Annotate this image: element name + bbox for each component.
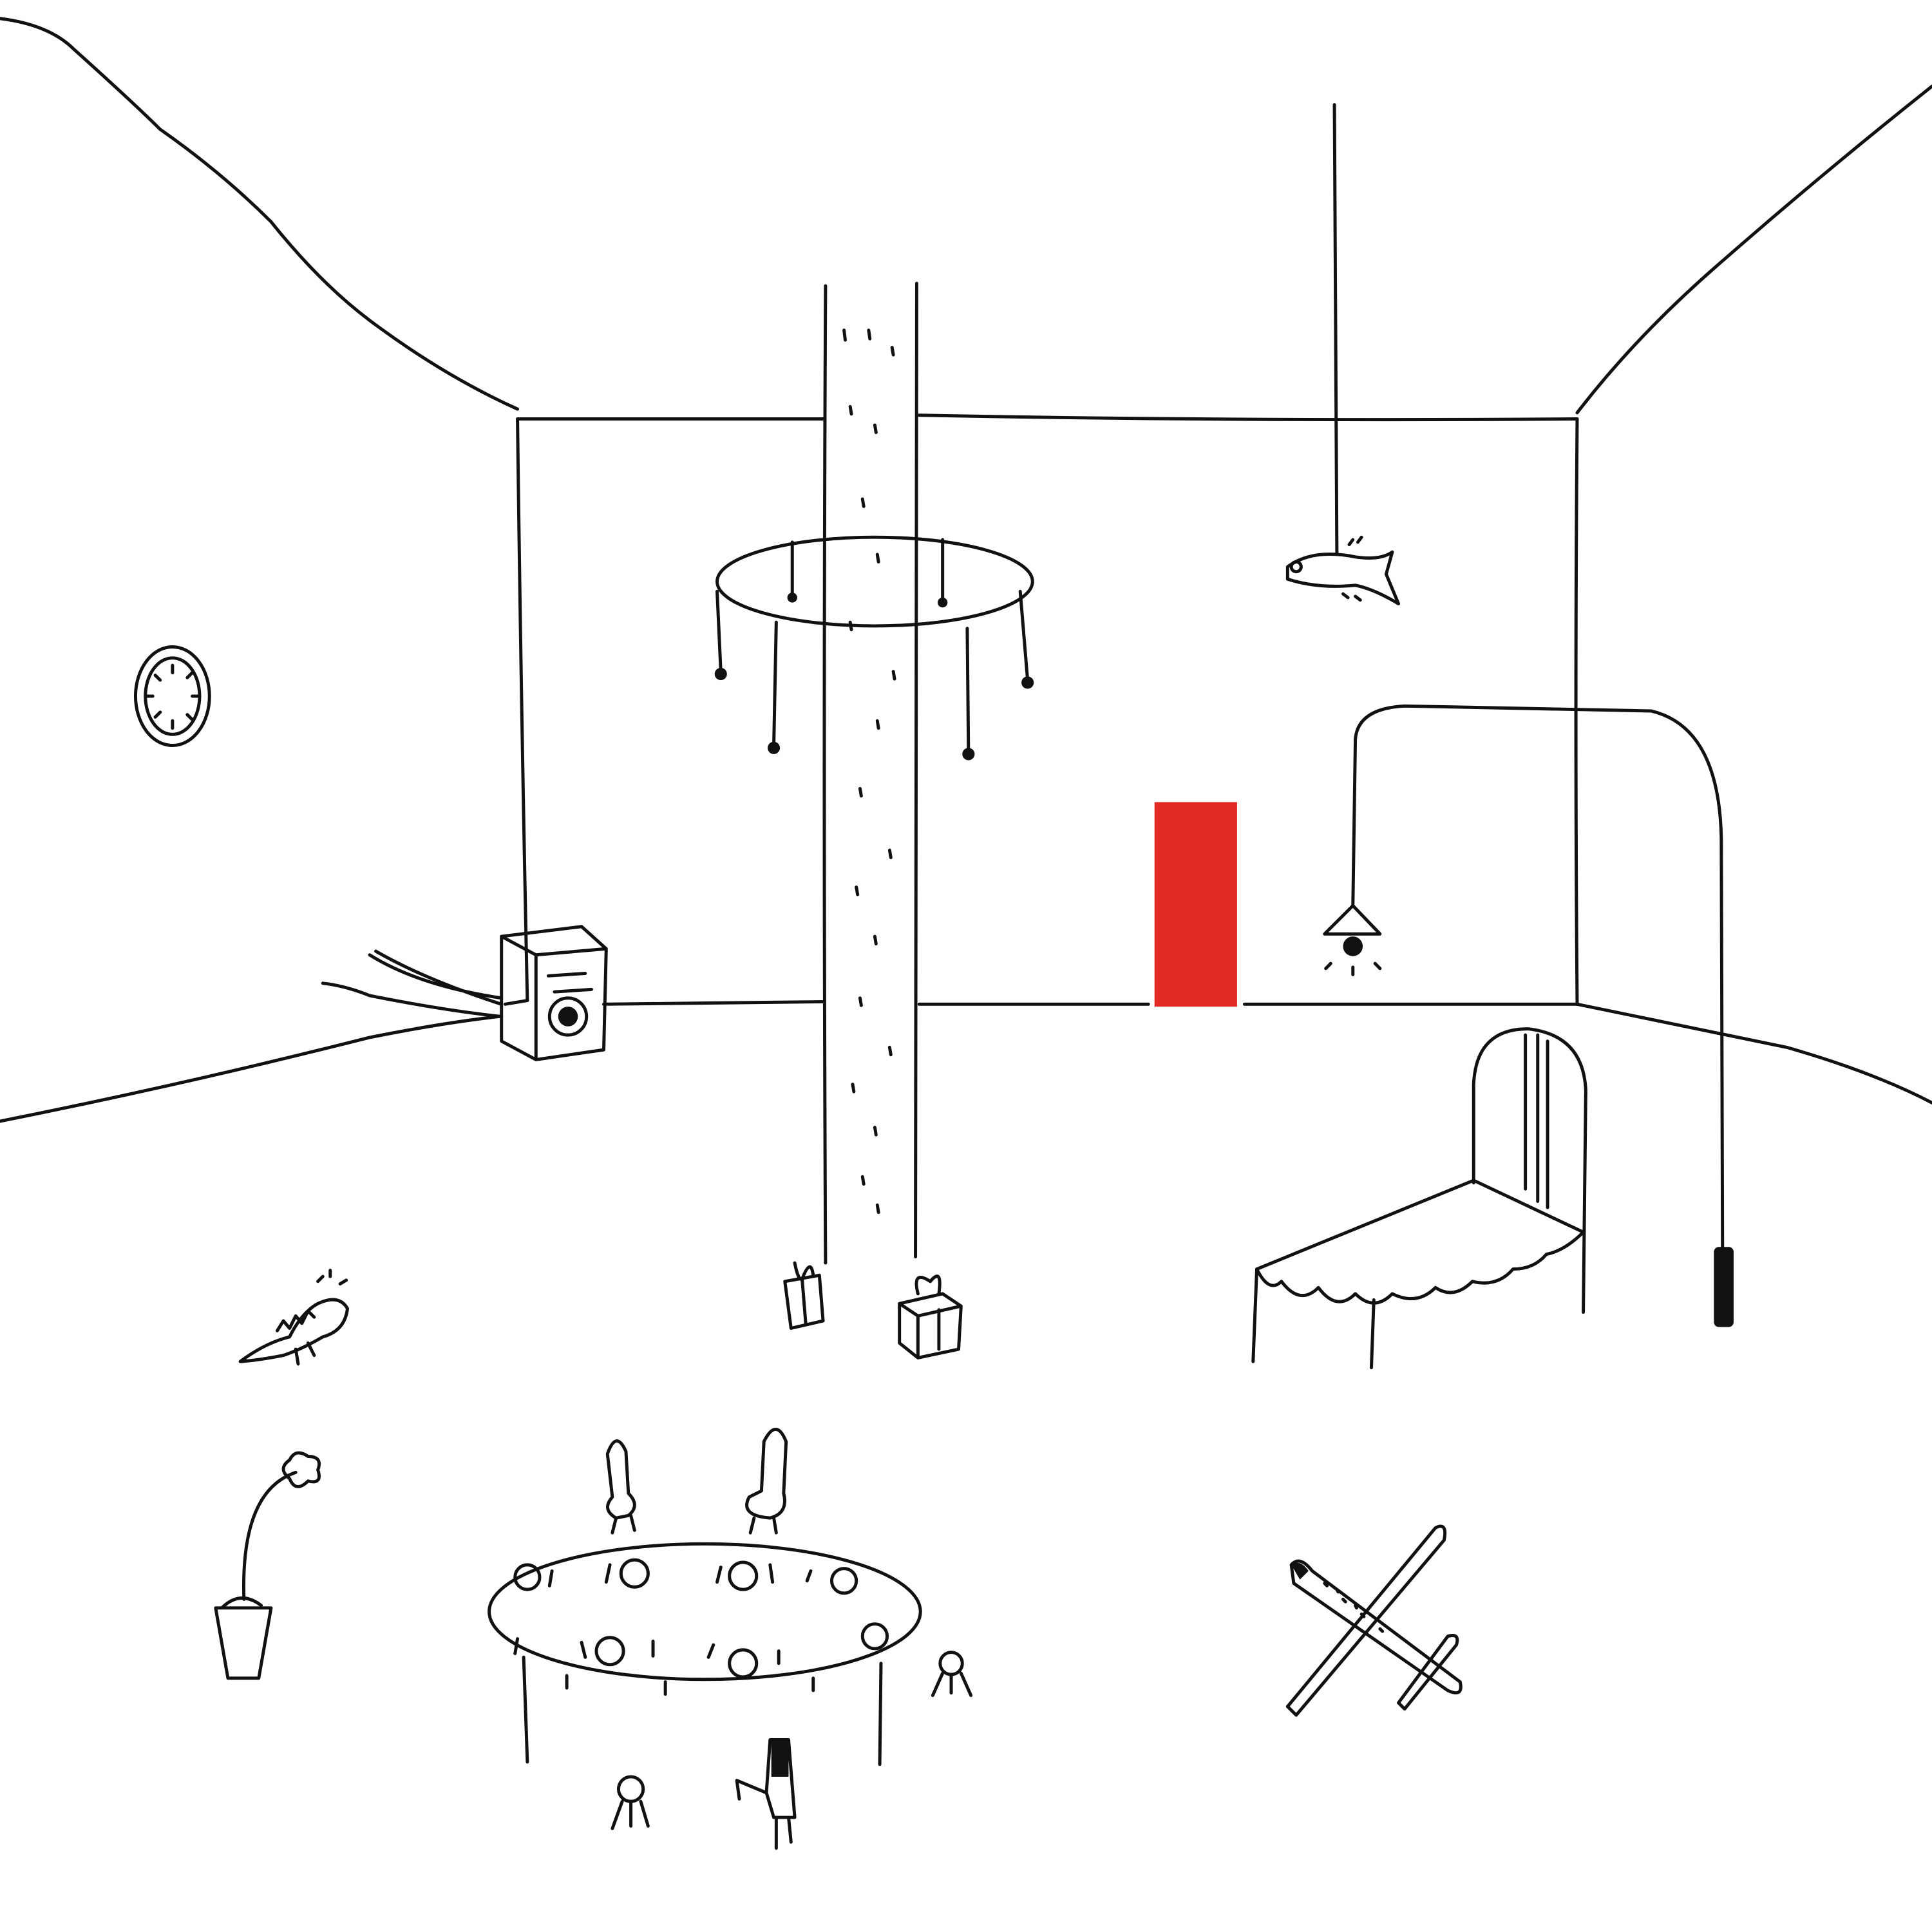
red-door — [1154, 802, 1237, 1007]
pillar — [822, 281, 918, 1265]
potted-flower — [214, 1451, 321, 1680]
arc-lamp — [1323, 704, 1734, 1327]
lizard — [238, 1269, 350, 1366]
dining-table — [488, 1542, 922, 1766]
gift-boxes — [783, 1261, 963, 1359]
bed — [1251, 1027, 1587, 1370]
stools — [611, 1651, 973, 1830]
chandelier — [714, 535, 1034, 761]
room-walls — [0, 17, 1932, 1123]
washing-machine — [321, 925, 608, 1061]
hanging-fish — [1285, 103, 1401, 605]
wall-clock — [133, 645, 211, 748]
chairs — [605, 1428, 797, 1850]
crossed-skis — [1285, 1524, 1463, 1717]
